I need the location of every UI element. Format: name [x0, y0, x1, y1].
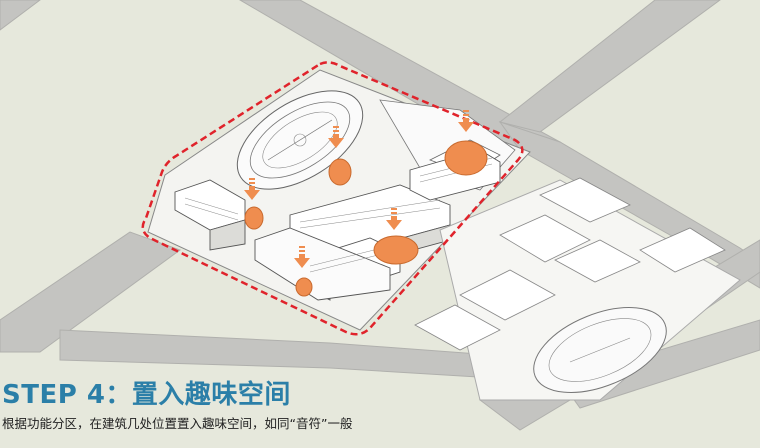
pod-north — [328, 158, 352, 186]
pod-center — [373, 235, 419, 265]
road-west — [0, 231, 182, 353]
down-arrow-icon — [294, 246, 310, 268]
road-corner-top-left — [0, 0, 41, 31]
pod-south — [295, 277, 313, 297]
school-site — [147, 69, 531, 331]
pod-west — [244, 206, 264, 230]
neighbour-track — [533, 307, 667, 393]
step-title: STEP 4：置入趣味空间 — [2, 380, 291, 410]
down-arrow-icon — [328, 126, 344, 148]
step-description: 根据功能分区，在建筑几处位置置入趣味空间，如同“音符”一般 — [2, 416, 353, 431]
down-arrow-icons — [244, 110, 474, 268]
road-north-east — [498, 0, 721, 133]
down-arrow-icon — [386, 208, 402, 230]
down-arrow-icon — [458, 110, 474, 132]
neighbour-site — [414, 177, 741, 401]
pod-north-east — [444, 140, 488, 176]
running-track — [236, 90, 364, 190]
site-boundary-dashed — [141, 61, 524, 336]
down-arrow-icon — [244, 178, 260, 200]
interest-pods — [244, 140, 488, 297]
